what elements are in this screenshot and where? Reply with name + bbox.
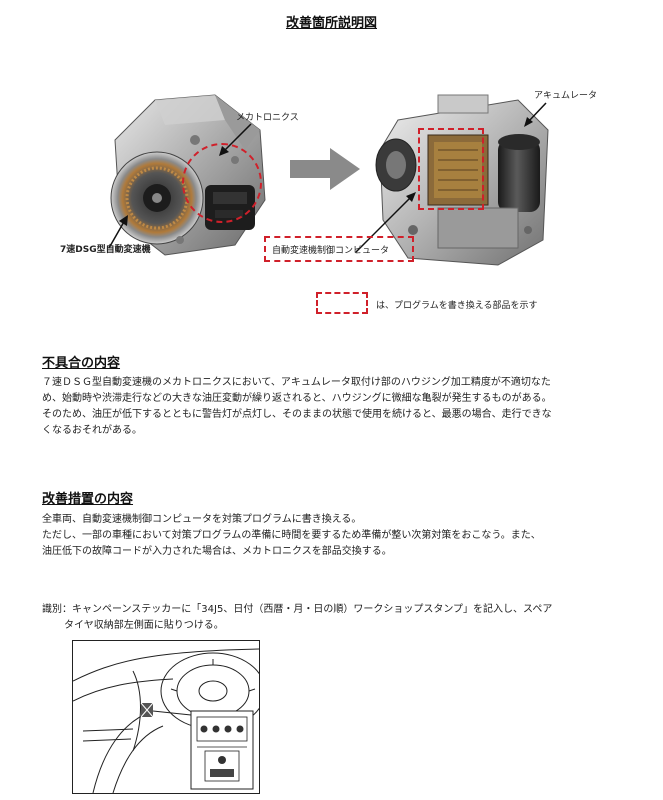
accumulator-label: アキュムレータ bbox=[534, 91, 598, 101]
transition-arrow bbox=[290, 148, 360, 190]
mechatronics-unit-photo bbox=[375, 94, 549, 266]
page-title: 改善箇所説明図 bbox=[285, 16, 377, 31]
mechatronics-highlight-circle bbox=[182, 143, 262, 223]
identification-line-1: 識別：キャンペーンステッカーに「34J5、日付（西暦・月・日の順）ワークショップ… bbox=[42, 604, 553, 615]
tcu-label-box bbox=[264, 236, 414, 262]
defect-line-4: くなるおそれがある。 bbox=[42, 425, 142, 436]
legend-text: は、プログラムを書き換える部品を示す bbox=[376, 301, 538, 311]
sticker-location-diagram bbox=[72, 640, 260, 794]
remedy-line-2: ただし、一部の車種において対策プログラムの準備に時間を要するため準備が整い次第対… bbox=[42, 530, 541, 541]
tcu-pointer-arrow bbox=[355, 192, 416, 253]
mechatronics-pointer-arrow bbox=[219, 123, 252, 156]
defect-heading: 不具合の内容 bbox=[42, 356, 121, 371]
defect-body: ７速ＤＳＧ型自動変速機のメカトロニクスにおいて、アキュムレータ取付け部のハウジン… bbox=[42, 375, 642, 439]
identification-body: 識別：キャンペーンステッカーに「34J5、日付（西暦・月・日の順）ワークショップ… bbox=[42, 602, 652, 634]
mechatronics-label: メカトロニクス bbox=[236, 113, 299, 123]
remedy-line-1: 全車両、自動変速機制御コンピュータを対策プログラムに書き換える。 bbox=[42, 514, 362, 525]
transmission-label: 7速DSG型自動変速機 bbox=[60, 245, 151, 255]
tcu-highlight-box bbox=[418, 128, 484, 210]
remedy-heading: 改善措置の内容 bbox=[42, 492, 134, 507]
legend-sample-box bbox=[316, 292, 368, 314]
spare-tire-well-drawing bbox=[73, 648, 259, 793]
identification-line-2: タイヤ収納部左側面に貼りつける。 bbox=[64, 620, 224, 631]
figure-area: メカトロニクス 7速DSG型自動変速機 bbox=[0, 40, 663, 315]
remedy-body: 全車両、自動変速機制御コンピュータを対策プログラムに書き換える。 ただし、一部の… bbox=[42, 512, 642, 560]
remedy-line-3: 油圧低下の故障コードが入力された場合は、メカトロニクスを部品交換する。 bbox=[42, 546, 392, 557]
defect-line-1: ７速ＤＳＧ型自動変速機のメカトロニクスにおいて、アキュムレータ取付け部のハウジン… bbox=[42, 377, 551, 388]
defect-line-3: そのため、油圧が低下するとともに警告灯が点灯し、そのままの状態で使用を続けると、… bbox=[42, 409, 552, 420]
transmission-pointer-arrow bbox=[108, 215, 128, 249]
defect-line-2: め、始動時や渋滞走行などの大きな油圧変動が繰り返されると、ハウジングに微細な亀裂… bbox=[42, 393, 552, 404]
accumulator-pointer-arrow bbox=[524, 102, 547, 127]
tcu-label: 自動変速機制御コンピュータ bbox=[272, 246, 390, 256]
